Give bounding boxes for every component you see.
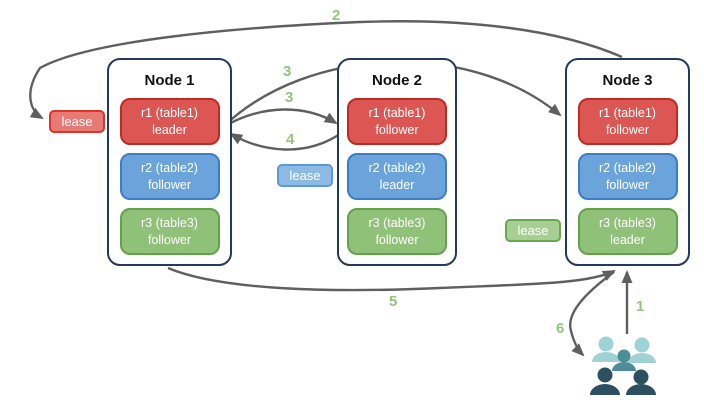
replica-role: follower	[605, 177, 650, 192]
node-1-replica-r2: r2 (table2) follower	[119, 153, 220, 200]
replica-label: r2 (table2)	[368, 161, 426, 176]
replica-label: r3 (table3)	[599, 216, 656, 231]
arrow-label-3-upper: 3	[283, 63, 292, 80]
replica-label: r2 (table2)	[599, 161, 656, 176]
arrow-label-3-lower: 3	[285, 89, 294, 106]
replica-role: leader	[610, 232, 645, 247]
replica-label: r3 (table3)	[141, 216, 198, 231]
replica-role: follower	[605, 122, 650, 137]
user-front-left	[590, 367, 620, 395]
node-2-replica-r2: r2 (table2) leader	[347, 153, 447, 200]
node-2-title: Node 2	[371, 72, 422, 89]
replica-label: r1 (table1)	[599, 106, 656, 121]
user-back-left	[592, 336, 620, 362]
node-1-replica-r1: r1 (table1) leader	[119, 98, 220, 145]
replica-role: follower	[375, 122, 419, 137]
replica-label: r3 (table3)	[368, 216, 426, 231]
node-2-replica-r1: r1 (table1) follower	[347, 98, 447, 145]
user-front-right	[626, 369, 656, 395]
user-back-right	[628, 337, 656, 363]
users-group-icon	[590, 336, 656, 395]
replica-label: r2 (table2)	[141, 161, 198, 176]
replica-role: follower	[147, 232, 192, 247]
lease-badge-blue: lease	[277, 164, 333, 187]
arrow-label-2: 2	[332, 7, 341, 24]
replica-label: r1 (table1)	[368, 106, 426, 121]
arrow-label-5: 5	[389, 293, 398, 310]
node-3-replica-r1: r1 (table1) follower	[577, 98, 678, 145]
node-1: Node 1 r1 (table1) leader r2 (table2) fo…	[107, 58, 232, 266]
node-3-title: Node 3	[602, 72, 653, 89]
arrow-5-node1-to-node3	[167, 266, 616, 292]
user-middle	[612, 349, 636, 371]
lease-badge-red: lease	[49, 110, 105, 133]
replica-role: leader	[379, 177, 415, 192]
replica-role: leader	[152, 122, 187, 137]
node-3-replica-r3: r3 (table3) leader	[577, 208, 678, 255]
node-1-replica-r3: r3 (table3) follower	[119, 208, 220, 255]
replica-role: follower	[375, 232, 419, 247]
arrow-3-lower-node1-to-node2	[224, 108, 338, 128]
replica-label: r1 (table1)	[141, 106, 198, 121]
node-1-title: Node 1	[144, 72, 195, 89]
node-3: Node 3 r1 (table1) follower r2 (table2) …	[565, 58, 690, 266]
node-3-replica-r2: r2 (table2) follower	[577, 153, 678, 200]
arrow-label-4: 4	[286, 131, 295, 148]
lease-badge-green: lease	[505, 219, 561, 242]
arrow-label-6: 6	[556, 320, 565, 337]
arrow-label-1: 1	[636, 298, 645, 315]
replica-role: follower	[147, 177, 192, 192]
node-2: Node 2 r1 (table1) follower r2 (table2) …	[337, 58, 457, 266]
node-2-replica-r3: r3 (table3) follower	[347, 208, 447, 255]
